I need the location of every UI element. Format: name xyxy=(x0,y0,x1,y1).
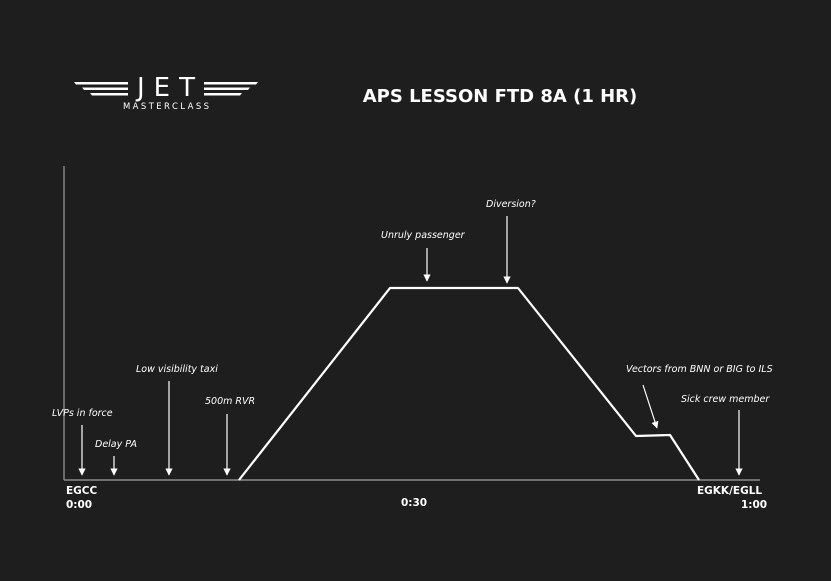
axis-end-airport: EGKK/EGLL xyxy=(697,485,763,497)
arrow-vectors xyxy=(642,384,659,429)
axis-start-time: 0:00 xyxy=(66,499,93,511)
annotation-unruly-passenger: Unruly passenger xyxy=(381,230,465,241)
axis-mid-time: 0:30 xyxy=(401,497,428,509)
annotation-low-visibility-taxi: Low visibility taxi xyxy=(136,364,218,375)
annotation-500m-rvr: 500m RVR xyxy=(205,396,256,407)
annotation-lvps: LVPs in force xyxy=(52,408,113,419)
annotation-sick-crew: Sick crew member xyxy=(681,394,770,405)
logo-wordmark: JET xyxy=(137,73,204,103)
page-title: APS LESSON FTD 8A (1 HR) xyxy=(362,86,638,107)
jet-masterclass-logo: JET MASTERCLASS xyxy=(70,72,262,116)
annotation-delay-pa: Delay PA xyxy=(95,439,138,450)
flight-profile-line xyxy=(238,286,700,481)
logo-subtitle: MASTERCLASS xyxy=(122,102,212,112)
annotation-vectors: Vectors from BNN or BIG to ILS xyxy=(626,364,773,375)
annotation-diversion: Diversion? xyxy=(486,199,536,210)
axis-end-time: 1:00 xyxy=(741,499,768,511)
wings-icon xyxy=(74,82,258,96)
axis-start-airport: EGCC xyxy=(66,485,98,497)
